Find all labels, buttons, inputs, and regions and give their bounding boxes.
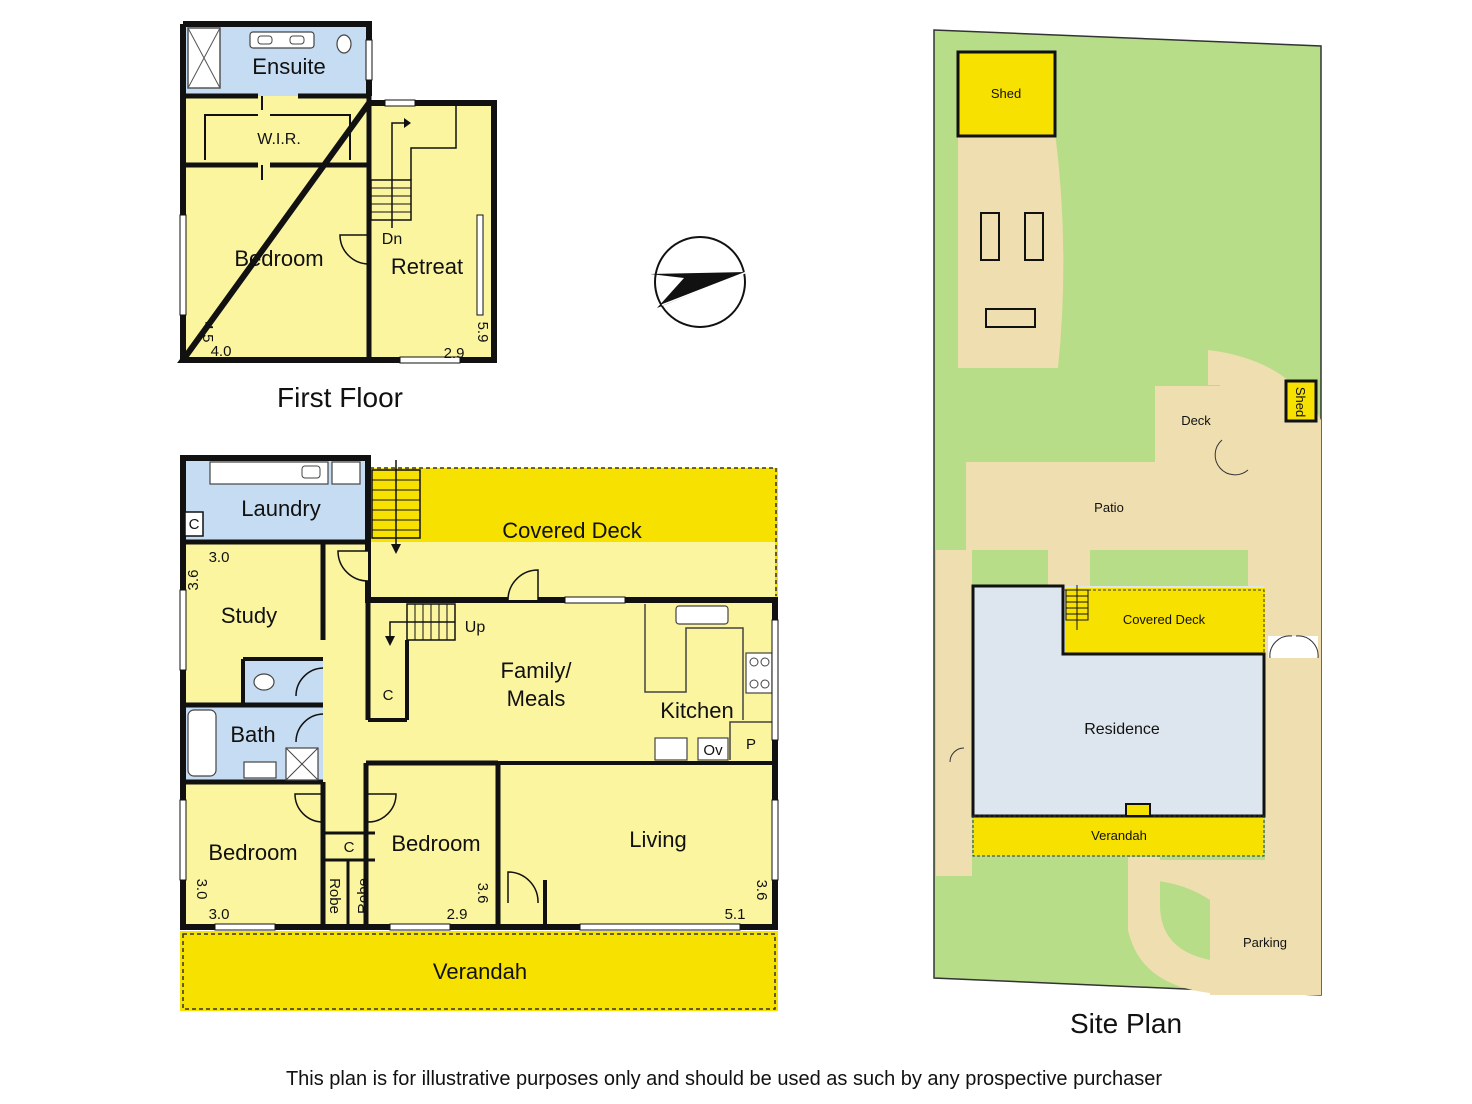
verandah-label: Verandah <box>433 959 527 984</box>
dim-bedroom-mid-h: 3.6 <box>474 883 491 904</box>
bedroom-door <box>339 234 370 265</box>
internal-stairs <box>385 603 456 646</box>
dim-living-w: 5.1 <box>725 906 746 923</box>
family-meals-label-1: Family/ <box>501 658 573 683</box>
washing-machine <box>331 461 361 485</box>
bedroom-left-label: Bedroom <box>208 840 297 865</box>
laundry-cupboard-label: C <box>189 516 200 533</box>
pantry-label: P <box>746 736 756 753</box>
kitchen-sink <box>675 605 729 625</box>
dim-bedroom-left-h: 3.0 <box>193 879 210 900</box>
site-plan: Shed Shed Deck Patio Covered Deck Reside… <box>933 29 1322 1039</box>
shed-side <box>1284 379 1318 423</box>
bath-label: Bath <box>230 722 275 747</box>
first-floor-stairs <box>370 106 457 228</box>
family-meals-label-2: Meals <box>507 686 566 711</box>
site-covered-deck-label: Covered Deck <box>1123 612 1206 627</box>
laundry-bench <box>209 461 329 485</box>
site-shed-top-label: Shed <box>991 86 1021 101</box>
stair-down-label: Dn <box>382 231 402 248</box>
fridge-space <box>654 737 688 761</box>
west-path <box>936 550 972 876</box>
living-label: Living <box>629 827 686 852</box>
first-floor-title: First Floor <box>277 382 403 413</box>
kitchen-label: Kitchen <box>660 698 733 723</box>
hall-cupboard-label: C <box>344 839 355 856</box>
garden-bed <box>958 132 1064 368</box>
ground-floor-plan: Laundry C Covered Deck Study 3.0 3.6 Up … <box>179 455 779 1011</box>
oven <box>697 737 729 761</box>
wc-toilet <box>253 673 275 691</box>
stair-up-label: Up <box>465 619 486 636</box>
patio-area <box>966 462 1249 550</box>
disclaimer-text: This plan is for illustrative purposes o… <box>286 1068 1162 1090</box>
study-label: Study <box>221 603 277 628</box>
dim-bedroom-left-w: 3.0 <box>209 906 230 923</box>
side-path <box>1140 350 1321 995</box>
deck-area <box>1155 386 1237 462</box>
toilet <box>336 34 352 54</box>
dim-bedroom-h: 4.5 <box>199 322 216 343</box>
bath-vanity <box>243 761 277 779</box>
site-shed-side-label: Shed <box>1293 387 1308 417</box>
site-covered-deck <box>1065 588 1265 654</box>
retreat-label: Retreat <box>391 254 463 279</box>
robe-2-label: Robe <box>355 878 372 914</box>
shed-top <box>956 50 1057 138</box>
dim-study-w: 3.0 <box>209 549 230 566</box>
stair-cupboard-label: C <box>383 687 394 704</box>
site-patio-label: Patio <box>1094 500 1124 515</box>
site-deck-label: Deck <box>1181 413 1211 428</box>
site-parking-label: Parking <box>1243 935 1287 950</box>
first-floor-plan: Ensuite W.I.R. Bedroom Retreat Dn 4.5 4.… <box>177 21 497 413</box>
site-verandah <box>973 816 1264 856</box>
retreat-room <box>369 103 494 360</box>
driveway <box>1128 857 1258 995</box>
dim-bedroom-w: 4.0 <box>211 343 232 360</box>
dim-retreat-h: 5.9 <box>474 322 491 343</box>
deck-stairs <box>371 460 421 554</box>
site-verandah-label: Verandah <box>1091 828 1147 843</box>
dim-retreat-w: 2.9 <box>444 345 465 362</box>
laundry-label: Laundry <box>241 496 321 521</box>
robe-1-label: Robe <box>326 878 343 914</box>
oven-label: Ov <box>703 742 723 759</box>
site-residence-label: Residence <box>1084 721 1160 738</box>
dim-study-h: 3.6 <box>185 570 202 591</box>
wir-label: W.I.R. <box>257 131 301 148</box>
verandah-area <box>180 931 778 1011</box>
dim-living-h: 3.6 <box>753 880 770 901</box>
site-plan-title: Site Plan <box>1070 1008 1182 1039</box>
covered-deck-label: Covered Deck <box>502 518 642 543</box>
bathtub <box>187 709 217 777</box>
bedroom-mid-label: Bedroom <box>391 831 480 856</box>
bedroom-label: Bedroom <box>234 246 323 271</box>
ensuite-label: Ensuite <box>252 54 325 79</box>
north-arrow-icon <box>650 236 748 328</box>
dim-bedroom-mid-w: 2.9 <box>447 906 468 923</box>
